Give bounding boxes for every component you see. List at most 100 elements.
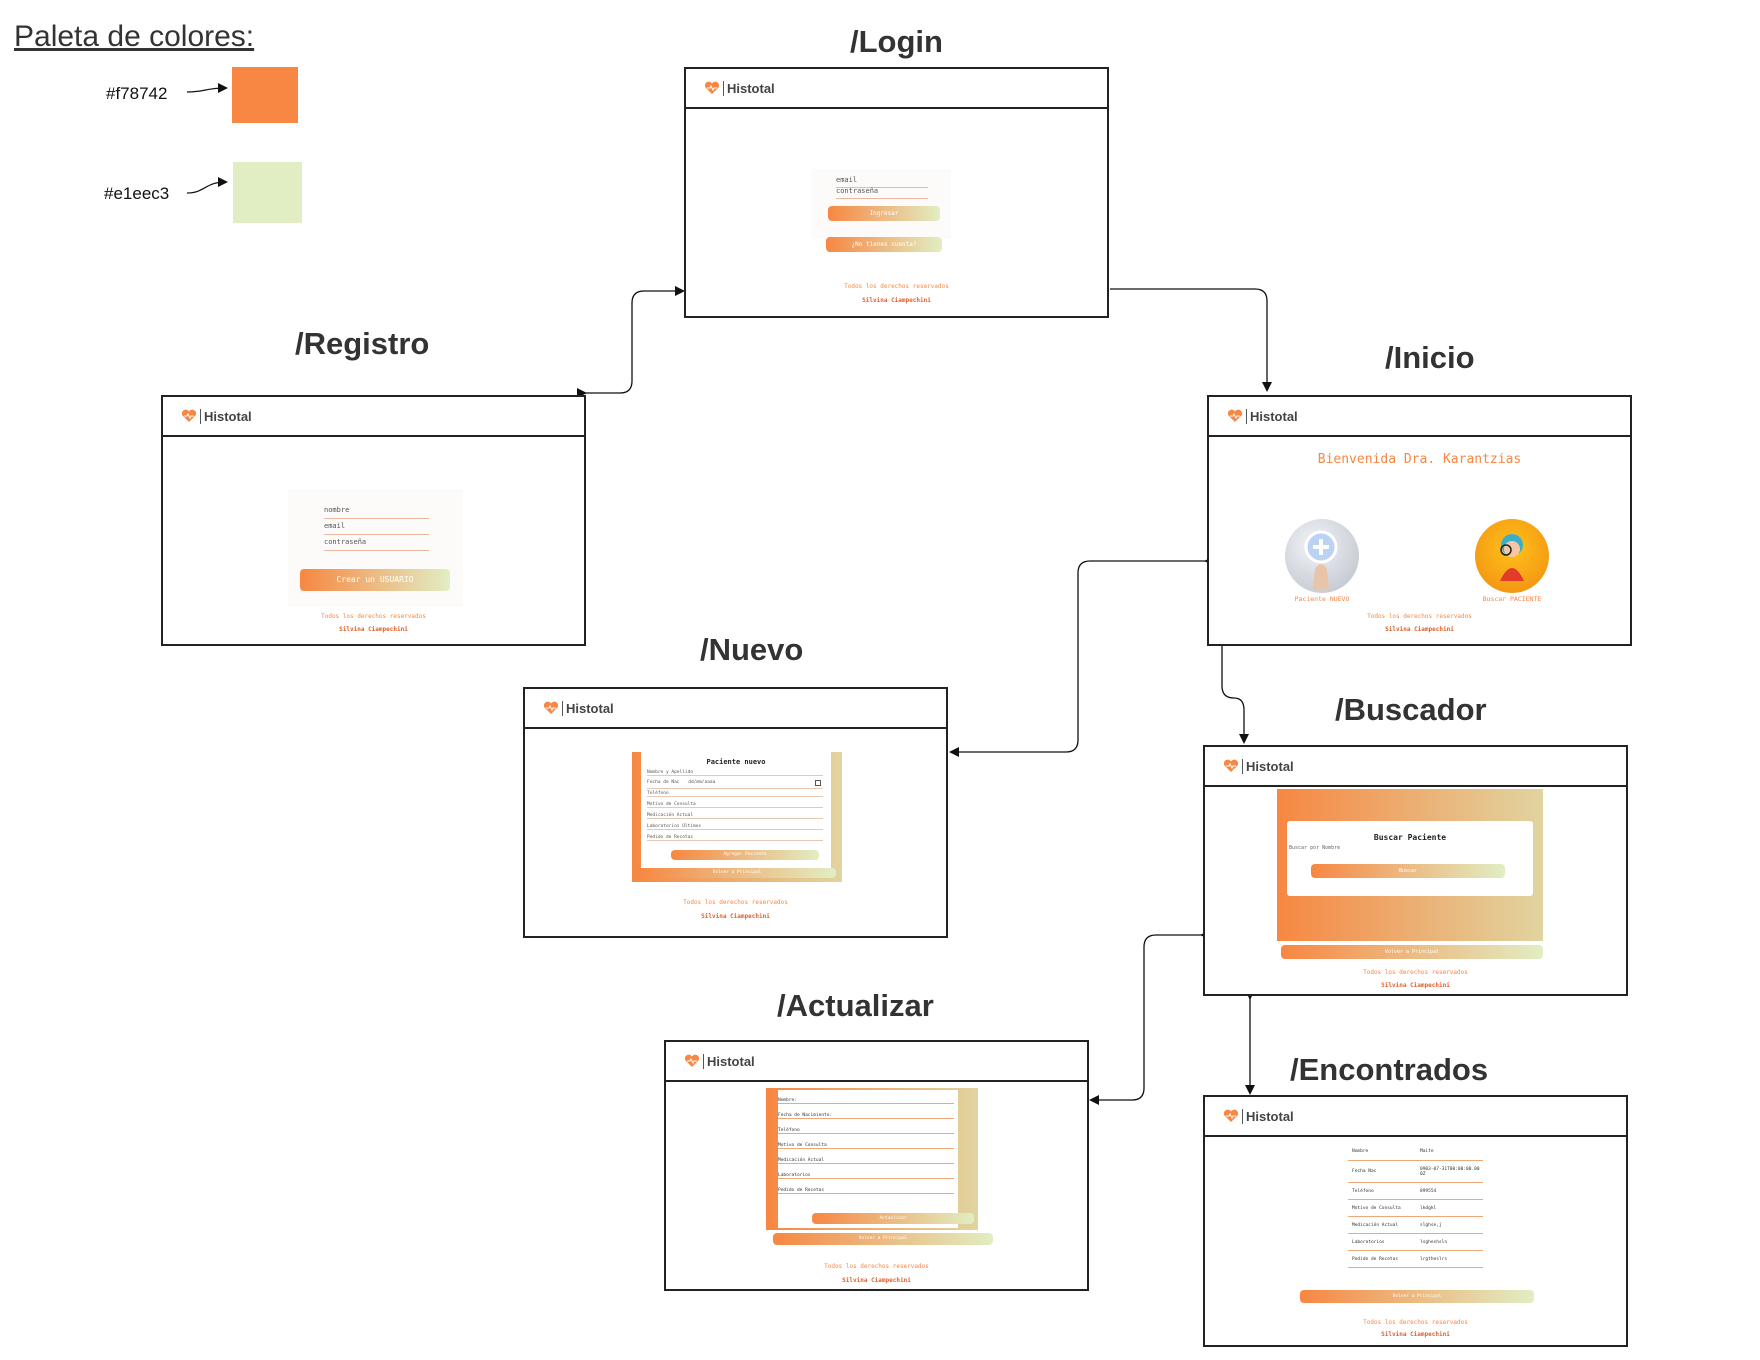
email-field[interactable]: email — [836, 176, 858, 184]
results-table: Nombre Maite Fecha Nac 0903-07-31T00:00:… — [1348, 1149, 1483, 1268]
password-underline — [836, 198, 928, 199]
add-patient-button[interactable]: Agregar Paciente — [671, 850, 819, 860]
footer-rights: Todos los derechos reservados — [321, 613, 426, 620]
palette-arrow-2 — [186, 177, 228, 194]
connector-inicio-buscador — [1221, 646, 1249, 744]
back-button[interactable]: Volver a Principal — [1300, 1290, 1534, 1303]
row-value: lkdgkl — [1420, 1205, 1437, 1211]
heart-pulse-icon — [181, 409, 197, 422]
footer-author: Silvina Ciampechini — [1381, 1331, 1450, 1338]
password-field[interactable]: contraseña — [836, 187, 879, 195]
heart-pulse-icon — [704, 81, 720, 94]
table-row: Laboratorios lsgheshsln — [1348, 1234, 1483, 1251]
footer-author: Silvina Ciampechini — [862, 297, 931, 304]
heart-pulse-icon — [543, 701, 559, 714]
footer-rights: Todos los derechos reservados — [844, 283, 949, 290]
email-field[interactable]: email — [324, 522, 346, 530]
footer-author: Silvina Ciampechini — [339, 626, 408, 633]
field-telefono[interactable]: Teléfono — [778, 1128, 954, 1134]
app-header: Histotal — [1209, 397, 1630, 437]
create-user-button[interactable]: Crear un USUARIO — [300, 569, 450, 591]
back-button[interactable]: Volver a Principal — [1281, 945, 1543, 959]
swatch-orange — [232, 67, 298, 123]
table-row: Nombre Maite — [1348, 1149, 1483, 1161]
email-underline — [836, 187, 928, 188]
new-patient-option[interactable] — [1285, 519, 1359, 593]
footer-rights: Todos los derechos reservados — [824, 1263, 929, 1270]
password-underline — [324, 550, 429, 551]
field-medicacion[interactable]: Medicación Actual — [647, 813, 823, 819]
screen-login: Histotal email contraseña Ingresar ¿No t… — [684, 67, 1109, 318]
field-medicacion[interactable]: Medicación Actual — [778, 1158, 954, 1164]
app-header: Histotal — [163, 397, 584, 437]
app-header: Histotal — [666, 1042, 1087, 1082]
title-actualizar: /Actualizar — [777, 988, 934, 1023]
footer-rights: Todos los derechos reservados — [1363, 969, 1468, 976]
field-recetas[interactable]: Pedido de Recetas — [647, 835, 823, 841]
heart-pulse-icon — [1227, 409, 1243, 422]
password-field[interactable]: contraseña — [324, 538, 367, 546]
table-row: Teléfono 899554 — [1348, 1183, 1483, 1200]
search-patient-icon — [1500, 534, 1524, 581]
name-field[interactable]: nombre — [324, 506, 350, 514]
brand-name: Histotal — [1246, 408, 1298, 424]
register-link-button[interactable]: ¿No tienes cuenta? — [826, 237, 942, 252]
field-motivo[interactable]: Motivo de Consulta — [778, 1143, 954, 1149]
footer-author: Silvina Ciampechini — [842, 1277, 911, 1284]
screen-registro: Histotal nombre email contraseña Crear u… — [161, 395, 586, 646]
search-button[interactable]: Buscar — [1311, 864, 1505, 878]
connector-login-inicio — [1110, 288, 1272, 392]
row-label: Laboratorios — [1352, 1239, 1385, 1245]
brand-name: Histotal — [200, 408, 252, 424]
connector-buscador-actualizar — [1089, 930, 1210, 1105]
title-encontrados: /Encontrados — [1290, 1052, 1489, 1087]
field-telefono[interactable]: Teléfono — [647, 791, 823, 797]
calendar-icon[interactable] — [815, 780, 821, 786]
field-motivo[interactable]: Motivo de Consulta — [647, 802, 823, 808]
login-card: email contraseña — [811, 169, 951, 239]
brand-name: Histotal — [1242, 758, 1294, 774]
search-patient-option[interactable] — [1475, 519, 1549, 593]
app-header: Histotal — [686, 69, 1107, 109]
heart-pulse-icon — [684, 1054, 700, 1067]
row-label: Fecha Nac — [1352, 1169, 1377, 1174]
row-value: slghse,j — [1420, 1222, 1442, 1228]
row-value: lrgtheslrs — [1420, 1256, 1448, 1262]
login-button[interactable]: Ingresar — [828, 206, 940, 221]
search-title: Buscar Paciente — [1373, 833, 1447, 842]
brand-name: Histotal — [1242, 1108, 1294, 1124]
footer-rights: Todos los derechos reservados — [1367, 613, 1472, 620]
update-card: Nombre: Fecha de Nacimiento: Teléfono Mo… — [778, 1090, 974, 1228]
search-input[interactable]: Buscar por Nombre — [1289, 845, 1341, 851]
field-nombre[interactable]: Nombre y Apellido — [647, 770, 823, 776]
name-underline — [324, 518, 429, 519]
row-label: Teléfono — [1352, 1188, 1374, 1194]
actualizar-bg: Nombre: Fecha de Nacimiento: Teléfono Mo… — [766, 1088, 978, 1230]
title-inicio: /Inicio — [1385, 340, 1475, 375]
field-fecha[interactable]: Fecha de Nac dd/mm/aaaa — [647, 780, 823, 789]
search-patient-label[interactable]: Buscar PACIENTE — [1482, 595, 1542, 603]
screen-encontrados: Histotal Nombre Maite Fecha Nac 0903-07-… — [1203, 1095, 1628, 1347]
back-button[interactable]: Volver a Principal — [638, 868, 836, 878]
row-value: 0903-07-31T00:00:00.000Z — [1420, 1166, 1480, 1177]
row-value: lsgheshsln — [1420, 1239, 1448, 1245]
add-patient-icon — [1304, 530, 1338, 589]
row-label: Medicación Actual — [1352, 1222, 1399, 1228]
field-fecha[interactable]: Fecha de Nacimiento: — [778, 1113, 954, 1119]
field-laboratorios[interactable]: Laboratorios — [778, 1173, 954, 1179]
screen-nuevo: Histotal Paciente nuevo Nombre y Apellid… — [523, 687, 948, 938]
back-button[interactable]: Volver a Principal — [773, 1233, 993, 1245]
footer-author: Silvina Ciampechini — [1381, 982, 1450, 989]
row-label: Nombre — [1352, 1149, 1369, 1154]
table-row: Pedido de Recetas lrgtheslrs — [1348, 1251, 1483, 1268]
field-laboratorios[interactable]: Laboratorios Últimos — [647, 824, 823, 830]
footer-rights: Todos los derechos reservados — [1363, 1319, 1468, 1326]
field-fecha-label: Fecha de Nac — [647, 780, 680, 785]
title-buscador: /Buscador — [1335, 692, 1487, 727]
field-recetas[interactable]: Pedido de Recetas — [778, 1188, 954, 1194]
new-patient-label[interactable]: Paciente NUEVO — [1294, 595, 1350, 603]
app-header: Histotal — [1205, 747, 1626, 787]
update-button[interactable]: Actualizar — [812, 1213, 974, 1224]
title-login: /Login — [850, 24, 943, 59]
field-nombre[interactable]: Nombre: — [778, 1098, 954, 1104]
